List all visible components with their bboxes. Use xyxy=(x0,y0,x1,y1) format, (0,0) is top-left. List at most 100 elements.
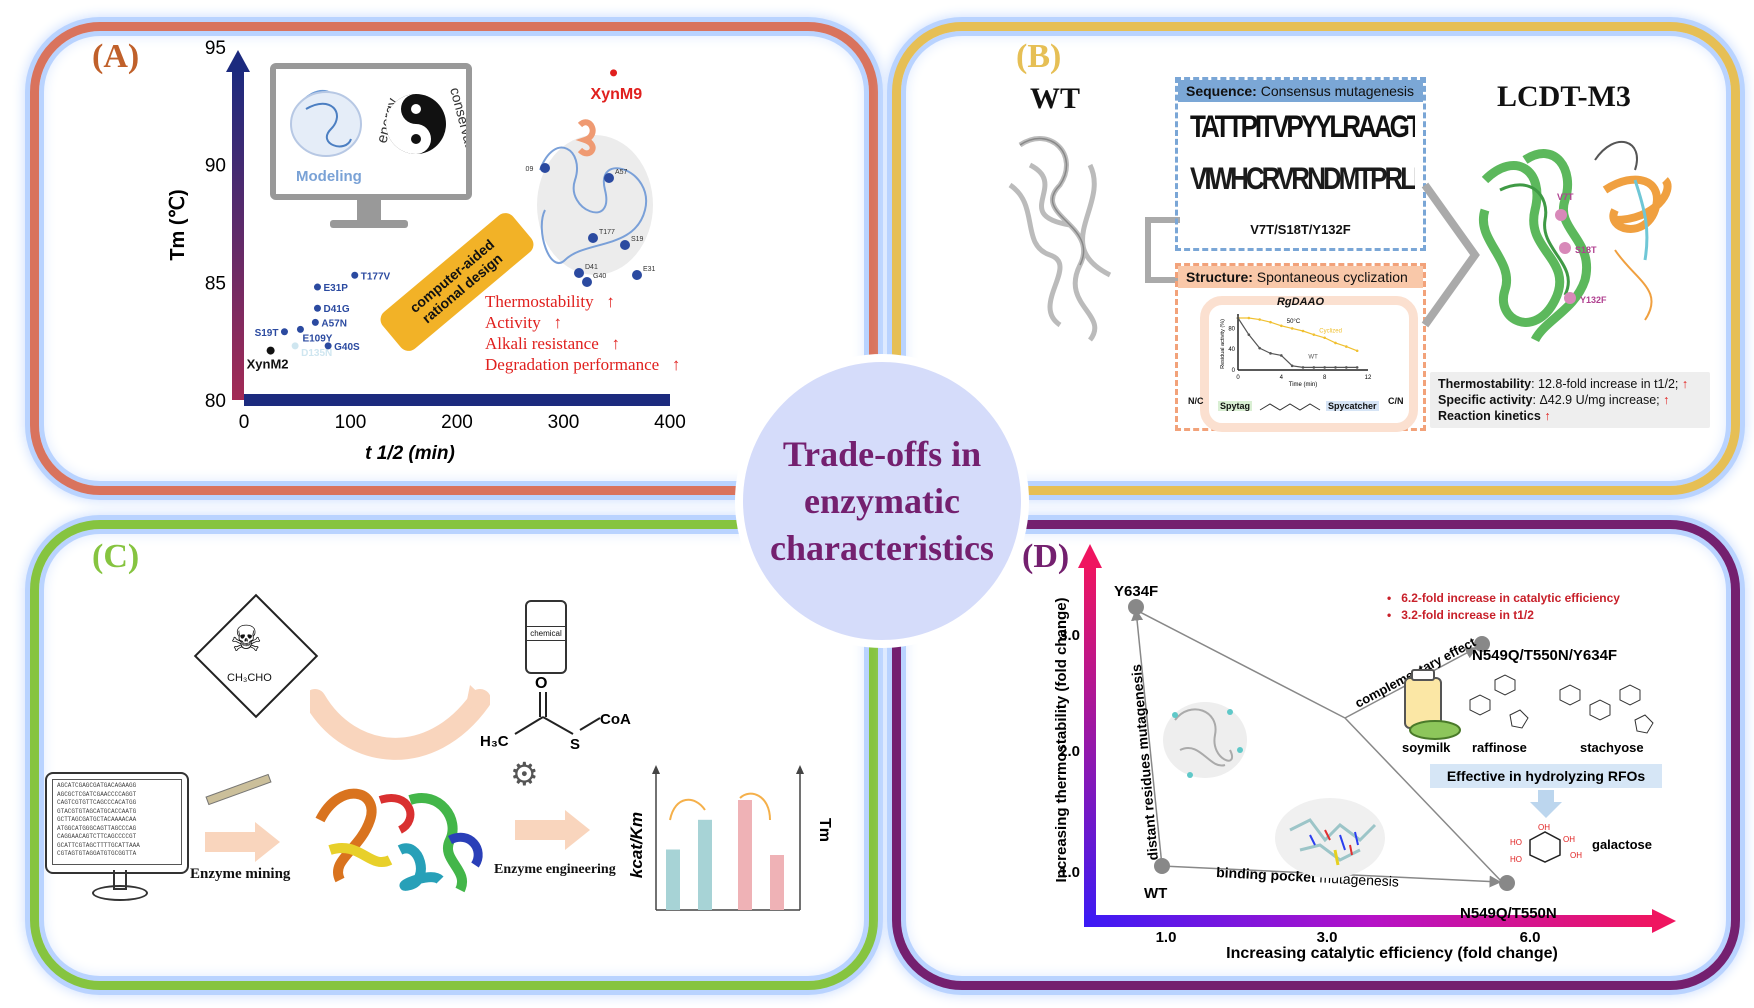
chemical-bottle-icon: chemical xyxy=(525,600,567,674)
tm-label: Tm xyxy=(816,818,833,842)
sequence-logo-row-2: VIWHCRVRNDMTPRLLDIVAV xyxy=(1190,160,1415,196)
stachyose-label: stachyose xyxy=(1580,740,1644,755)
mini-point xyxy=(1280,354,1283,357)
scatter-point-d135n: D135N xyxy=(291,342,332,359)
dna-line: GCTTAGCGATGCTACAAAACAA xyxy=(57,816,137,823)
mini-point xyxy=(1258,318,1261,321)
bar-3 xyxy=(738,800,752,910)
mini-y-tick: 80 xyxy=(1228,326,1235,332)
mini-point xyxy=(1301,329,1305,333)
mini-series-wt: WT xyxy=(1236,316,1359,369)
y-axis-arrowhead xyxy=(226,50,250,72)
y-tick: 80 xyxy=(205,391,226,412)
protein-cartoon-icon xyxy=(290,89,362,157)
modeling-monitor-icon: Modeling energy conservation xyxy=(270,63,483,200)
sequence-mutations: V7T/S18T/Y132F xyxy=(1250,222,1351,237)
lcdt-m3-structure-image: V7T S18T Y132F xyxy=(1478,140,1672,343)
conservation-label: conservation xyxy=(447,86,466,167)
improvements-list: Thermostability ↑ Activity ↑ Alkali resi… xyxy=(485,291,680,375)
mini-y-tick: 0 xyxy=(1232,368,1236,374)
sequence-box: Sequence: Consensus mutagenesis TATTPITV… xyxy=(1175,77,1426,251)
bracket-connector xyxy=(1145,217,1180,283)
dna-line: GCATTCGTAGCTTTTGCATTAAA xyxy=(57,841,140,849)
svg-text:OH: OH xyxy=(1563,835,1575,844)
residue-t177: T177 xyxy=(588,229,615,243)
kcat-km-label: kcat/Km xyxy=(627,812,646,878)
node-double xyxy=(1499,875,1515,891)
monitor-stand xyxy=(357,199,381,221)
node-triple xyxy=(1474,636,1490,652)
mini-point xyxy=(1355,366,1359,369)
label-wt: WT xyxy=(1144,885,1167,902)
y-tick: 95 xyxy=(205,38,226,59)
panel-d-diagram: Increasing thermostability (fold change)… xyxy=(1053,544,1676,962)
residue-s19: S19 xyxy=(620,236,644,250)
mini-point xyxy=(1258,346,1261,350)
mining-label: Enzyme mining xyxy=(190,866,291,882)
y-tick: 1.0 xyxy=(1059,864,1080,881)
y-axis-label: Increasing thermostability (fold change) xyxy=(1053,597,1070,882)
mini-point xyxy=(1323,366,1326,369)
x-tick: 6.0 xyxy=(1520,929,1541,946)
svg-text:O: O xyxy=(535,675,547,692)
edge-distant xyxy=(1131,608,1163,867)
scatter-point-xynm2: XynM2 xyxy=(247,346,289,372)
y-tick: 85 xyxy=(205,273,226,294)
results-box: Thermostability: 12.8-fold increase in t… xyxy=(1430,372,1710,428)
point-label: A57N xyxy=(321,318,347,329)
panel-c-label: (C) xyxy=(92,538,140,575)
mini-point xyxy=(1312,366,1316,369)
wt-title: WT xyxy=(1030,82,1081,115)
enzyme-name: RgDAAO xyxy=(1276,296,1325,308)
structure-box-header: Structure: Spontaneous cyclization xyxy=(1178,266,1423,288)
y-tick: 2.0 xyxy=(1059,743,1080,760)
highlight-half-life: • 3.2-fold increase in t1/2 xyxy=(1387,608,1534,622)
spytag-label: Spytag xyxy=(1218,401,1253,411)
sequence-logo-row-1: TATTPITVPYYLRAAGTYFGFS xyxy=(1190,108,1415,144)
residue-e31: E31 xyxy=(632,266,656,280)
edge-to-junction xyxy=(1135,609,1346,719)
arrow-right-icon xyxy=(515,810,590,850)
mutant-title: LCDT-M3 xyxy=(1497,80,1631,113)
site-s18t: S18T xyxy=(1575,245,1597,255)
up-arrow-icon: ↑ xyxy=(611,334,621,353)
panel-b-label: (B) xyxy=(1016,38,1062,75)
tradeoff-bar-chart: kcat/Km Tm xyxy=(627,765,833,911)
svg-text:HO: HO xyxy=(1510,855,1522,864)
svg-text:E109: E109 xyxy=(525,166,533,173)
enzyme-structure-image xyxy=(315,788,483,893)
mini-point xyxy=(1301,366,1305,369)
up-arrow-icon: ↑ xyxy=(1544,409,1551,423)
mini-point xyxy=(1345,345,1348,348)
svg-text:G40: G40 xyxy=(593,273,606,280)
site-y132f: Y132F xyxy=(1580,295,1607,305)
improvement-thermostability: Thermostability ↑ xyxy=(485,292,615,311)
point-label: S19T xyxy=(255,328,279,339)
bar-1 xyxy=(666,849,680,910)
monitor-base xyxy=(92,885,148,901)
x-axis-label: t 1/2 (min) xyxy=(365,443,455,464)
scatter-point-s19t: S19T xyxy=(255,328,288,339)
svg-text:OH: OH xyxy=(1538,823,1550,832)
result-kinetics: Reaction kinetics ↑ xyxy=(1438,409,1551,423)
x-tick: 200 xyxy=(441,412,473,433)
mini-point xyxy=(1334,341,1337,345)
panel-d-label: (D) xyxy=(1022,538,1070,575)
x-axis-bar xyxy=(1084,915,1654,927)
gears-upgrade-icon: ⚙ xyxy=(510,756,539,792)
up-arrow-icon: ↑ xyxy=(671,355,681,374)
up-arrow-icon: ↑ xyxy=(553,313,562,332)
residue-a57: A57 xyxy=(604,169,628,183)
svg-text:E31: E31 xyxy=(643,266,656,273)
xynm9-structure-image: E109A57T177S19D41G40E31 xyxy=(525,119,656,287)
x-axis-arrowhead xyxy=(1652,909,1676,933)
mini-point xyxy=(1312,333,1316,336)
svg-text:OH: OH xyxy=(1570,851,1582,860)
point-label: D135N xyxy=(301,348,332,359)
x-tick: 1.0 xyxy=(1156,929,1177,946)
node-y634f xyxy=(1128,599,1144,615)
